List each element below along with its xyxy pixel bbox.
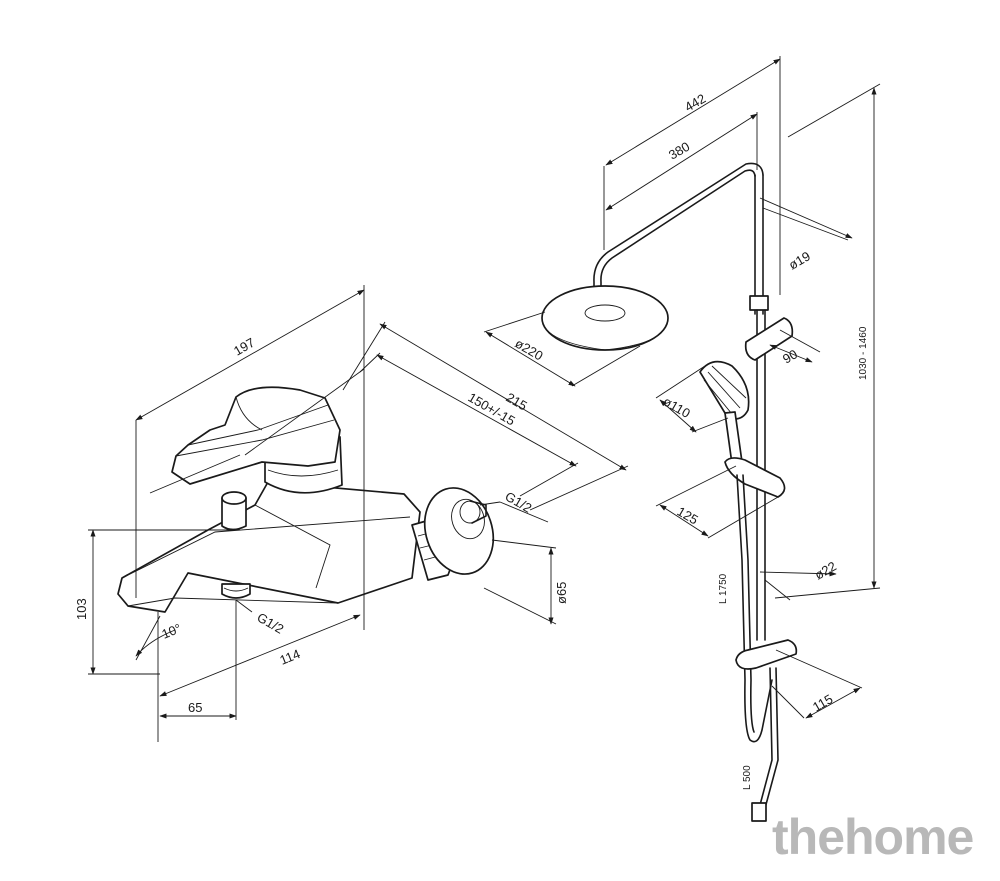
- dim-hose-long-label: L 1750: [718, 573, 729, 604]
- dim-spout-label: 114: [278, 646, 303, 668]
- hose-end: [751, 802, 767, 822]
- dim-arm-label: 380: [666, 139, 692, 163]
- dim-hand-offset-label: 125: [675, 504, 701, 528]
- watermark-logo: thehome: [772, 809, 974, 865]
- hand-shower-grip: [724, 411, 743, 465]
- dim-width-label: 197: [231, 335, 257, 359]
- dim-slider-label: 90: [780, 346, 800, 366]
- dim-height-range-label: 1030 - 1460: [858, 326, 869, 380]
- dim-hand-head-label: ø110: [661, 394, 693, 421]
- dim-height-label: 103: [74, 598, 89, 620]
- dim-pipe-top-label: ø19: [786, 248, 813, 272]
- dim-hose-short-label: L 500: [742, 765, 753, 790]
- middle-slider: [724, 457, 786, 498]
- shower-system: 442 380 ø220 ø19 1030 - 1460 90 ø110 125…: [483, 56, 881, 822]
- dim-arm-total-label: 442: [682, 91, 708, 115]
- wall-holder: [735, 639, 798, 670]
- upper-slider: [744, 317, 794, 361]
- dim-head-label: ø220: [513, 336, 546, 364]
- wall-flange: [423, 487, 495, 575]
- faucet-spout: [117, 481, 421, 613]
- thread-outlet-label: G1/2: [255, 610, 287, 637]
- shower-hose: [736, 474, 773, 743]
- bath-faucet: 197 215 150+/-15 G1/2 ø65 103 10° G1/2 1…: [74, 285, 629, 742]
- thread-inlet-label: G1/2: [503, 489, 535, 516]
- angle-label: 10°: [160, 621, 184, 642]
- dim-offset-label: 65: [188, 700, 202, 715]
- dim-holder-label: 115: [810, 691, 835, 714]
- dim-pipe-bottom-label: ø22: [812, 558, 839, 582]
- pipe-joint: [749, 295, 769, 311]
- dim-flange-label: ø65: [554, 582, 569, 604]
